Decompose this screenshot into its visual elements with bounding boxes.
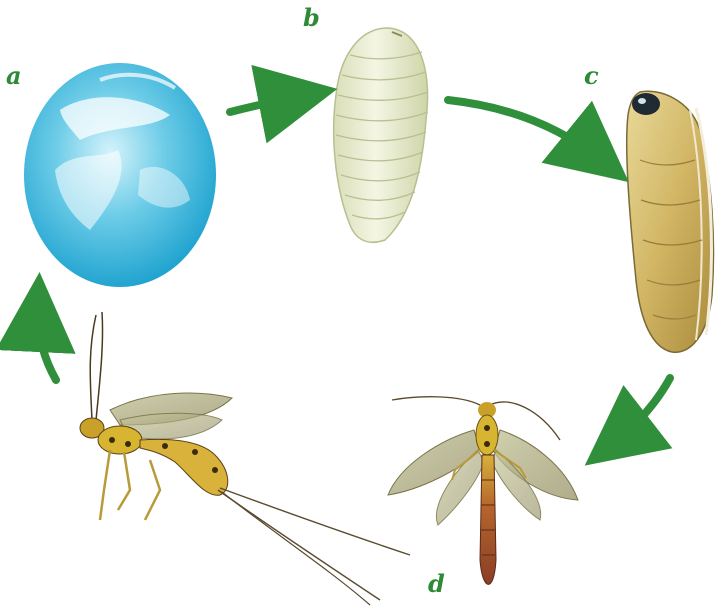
arrow-egg-to-larva xyxy=(230,95,306,112)
stage-label-d: d xyxy=(428,572,445,596)
stage-label-a: a xyxy=(6,64,22,88)
arrow-adult-to-egg xyxy=(38,304,56,380)
adult-female-illustration xyxy=(80,312,410,605)
stage-label-b: b xyxy=(303,6,320,30)
egg-illustration xyxy=(24,63,216,287)
adult-illustration xyxy=(388,397,578,585)
arrow-larva-to-pupa xyxy=(448,100,604,162)
pupa-illustration xyxy=(627,91,714,352)
stage-label-c: c xyxy=(584,64,599,88)
larva-illustration xyxy=(334,28,428,242)
arrow-pupa-to-adult xyxy=(610,378,670,446)
